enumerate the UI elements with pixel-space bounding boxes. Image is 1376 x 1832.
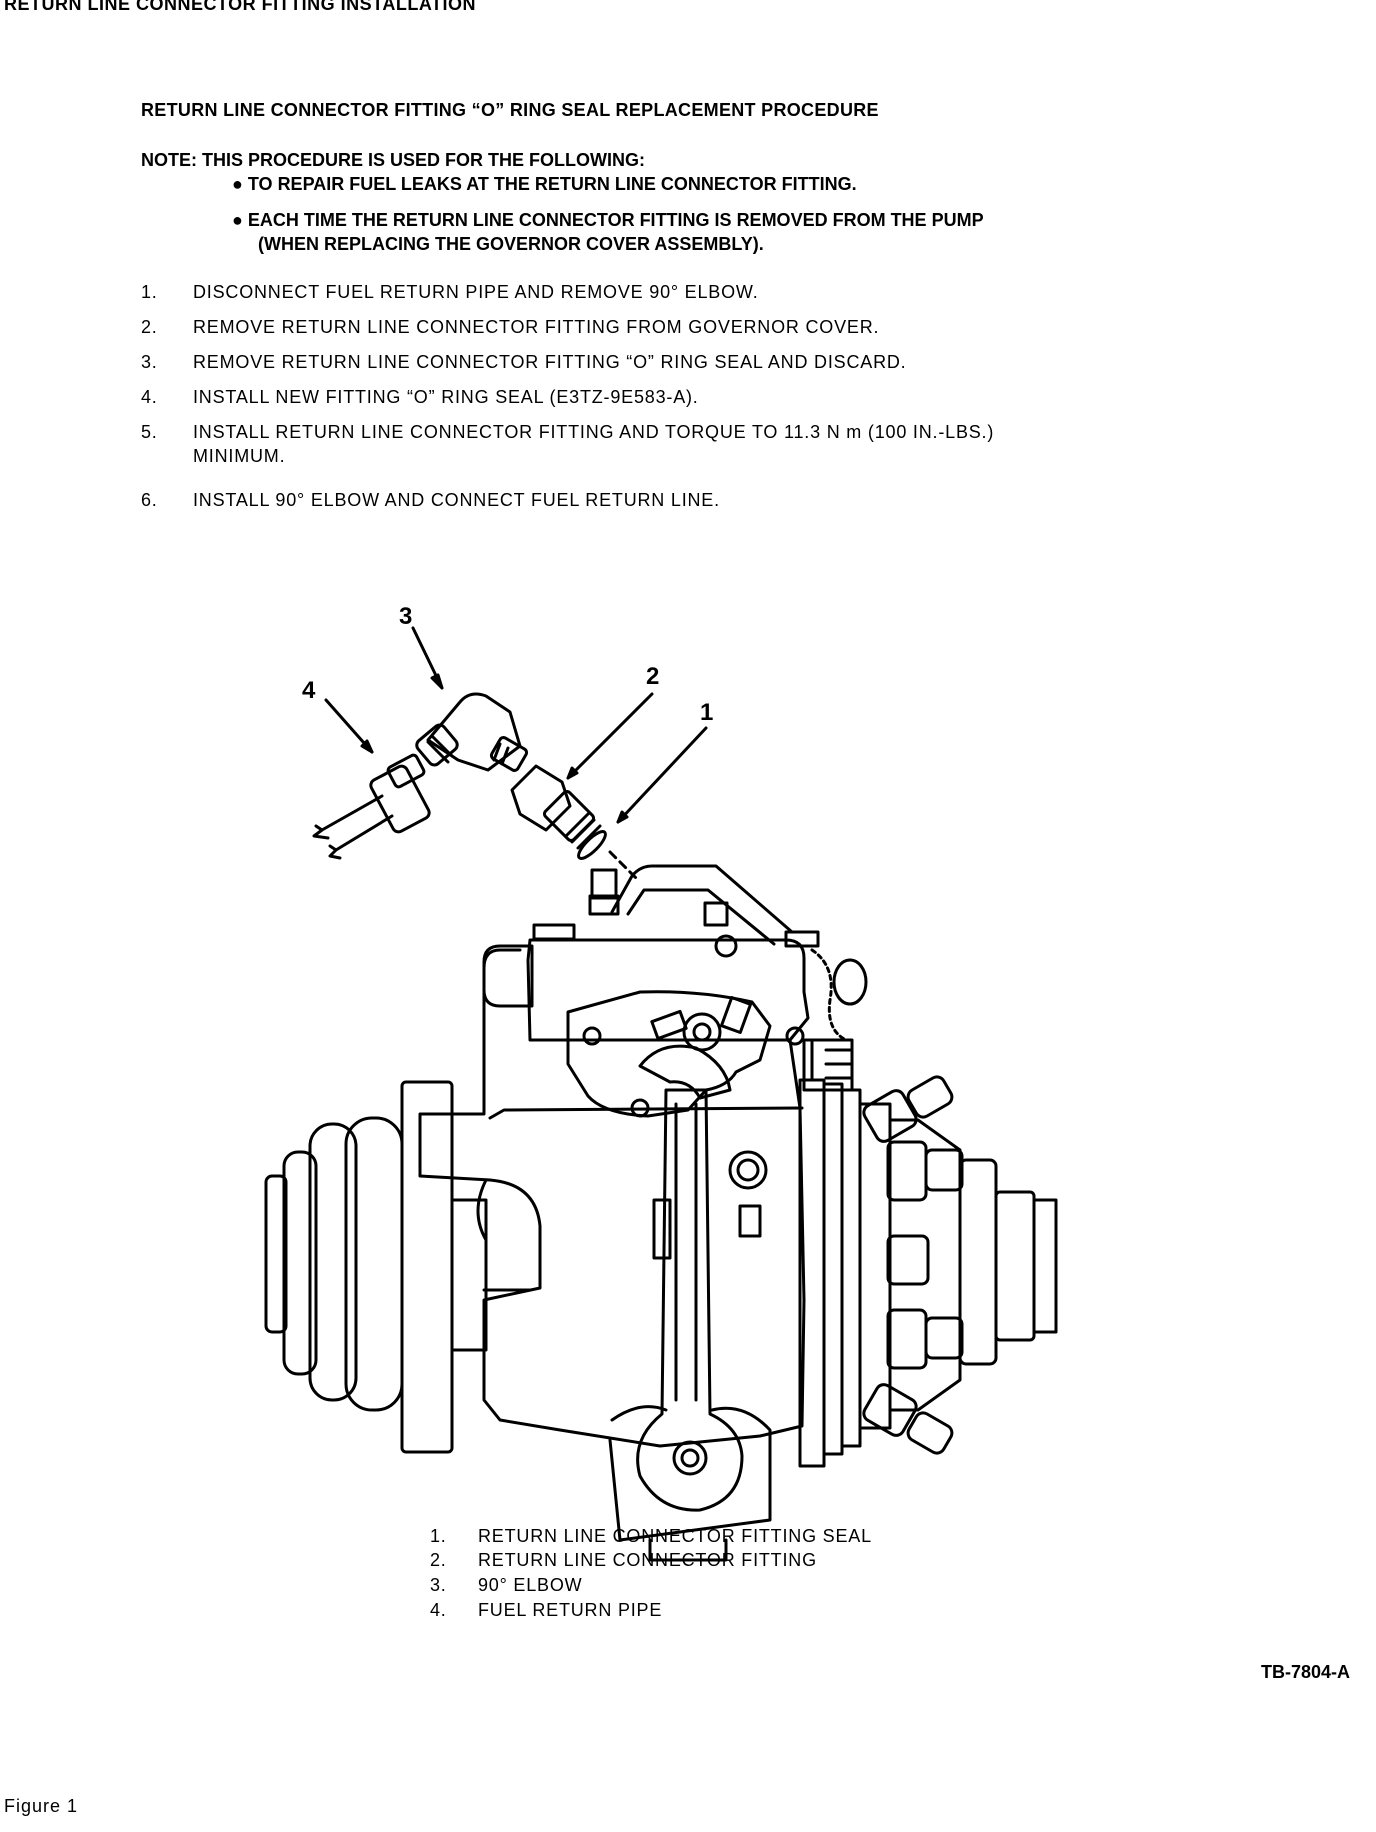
- fuel-return-pipe-part: [312, 753, 431, 860]
- throttle-lever-plate: [566, 990, 772, 1118]
- callout-4: 4: [302, 677, 316, 704]
- bullet-text: TO REPAIR FUEL LEAKS AT THE RETURN LINE …: [247, 174, 857, 194]
- delivery-fitting: [862, 1089, 918, 1143]
- legend-text: RETURN LINE CONNECTOR FITTING SEAL: [478, 1526, 872, 1546]
- procedure-subtitle: RETURN LINE CONNECTOR FITTING “O” RING S…: [141, 100, 879, 120]
- delivery-fitting: [886, 1140, 928, 1202]
- bullet-icon: ●: [232, 174, 243, 194]
- callout-2: 2: [646, 663, 659, 690]
- step-number: 1.: [141, 282, 158, 302]
- governor-cover-top: [610, 864, 794, 934]
- step-number: 3.: [141, 352, 158, 372]
- delivery-fitting: [886, 1308, 928, 1370]
- legend-number: 2.: [430, 1550, 447, 1570]
- page-header-title: RETURN LINE CONNECTOR FITTING INSTALLATI…: [4, 0, 476, 14]
- step-text: INSTALL RETURN LINE CONNECTOR FITTING AN…: [193, 422, 995, 442]
- hydraulic-head: [888, 1118, 962, 1412]
- bullet-icon: ●: [232, 210, 243, 230]
- delivery-fitting: [862, 1383, 918, 1437]
- figure-caption: Figure 1: [4, 1796, 79, 1816]
- step-text: INSTALL 90° ELBOW AND CONNECT FUEL RETUR…: [193, 490, 720, 510]
- step-text: REMOVE RETURN LINE CONNECTOR FITTING “O”…: [193, 352, 907, 372]
- connector-fitting-part: [510, 764, 602, 850]
- procedure-note: NOTE: THIS PROCEDURE IS USED FOR THE FOL…: [141, 150, 645, 170]
- leader-line-1: [616, 726, 708, 824]
- legend-text: RETURN LINE CONNECTOR FITTING: [478, 1550, 817, 1570]
- side-plug: [728, 1150, 768, 1190]
- step-text: DISCONNECT FUEL RETURN PIPE AND REMOVE 9…: [193, 282, 759, 302]
- o-ring-seal-part: [577, 830, 607, 860]
- chain-part: [810, 948, 848, 1042]
- bullet-text: EACH TIME THE RETURN LINE CONNECTOR FITT…: [247, 210, 984, 230]
- legend-text: 90° ELBOW: [478, 1575, 583, 1595]
- delivery-fitting: [886, 1234, 930, 1286]
- bullet-item: ● TO REPAIR FUEL LEAKS AT THE RETURN LIN…: [232, 174, 857, 195]
- pump-body: [418, 948, 806, 1448]
- bullet-text-continued: (WHEN REPLACING THE GOVERNOR COVER ASSEM…: [258, 234, 764, 254]
- throttle-link-arm: [636, 1088, 744, 1512]
- step-text: INSTALL NEW FITTING “O” RING SEAL (E3TZ-…: [193, 387, 699, 407]
- elbow-part: [415, 692, 529, 772]
- legend-number: 4.: [430, 1600, 447, 1620]
- step-number: 5.: [141, 422, 158, 442]
- bullet-item: ● EACH TIME THE RETURN LINE CONNECTOR FI…: [232, 210, 984, 231]
- drive-flange: [400, 1080, 454, 1454]
- leader-line-2: [566, 692, 654, 780]
- step-text-continued: MINIMUM.: [193, 446, 286, 466]
- drive-hub: [344, 1116, 404, 1412]
- callout-1: 1: [700, 699, 713, 726]
- step-number: 4.: [141, 387, 158, 407]
- step-number: 2.: [141, 317, 158, 337]
- step-number: 6.: [141, 490, 158, 510]
- figure-code: TB-7804-A: [1260, 1662, 1350, 1682]
- legend-text: FUEL RETURN PIPE: [478, 1600, 663, 1620]
- callout-3: 3: [399, 603, 412, 630]
- step-text: REMOVE RETURN LINE CONNECTOR FITTING FRO…: [193, 317, 880, 337]
- legend-number: 1.: [430, 1526, 447, 1546]
- governor-housing: [526, 938, 810, 1042]
- legend-number: 3.: [430, 1575, 447, 1595]
